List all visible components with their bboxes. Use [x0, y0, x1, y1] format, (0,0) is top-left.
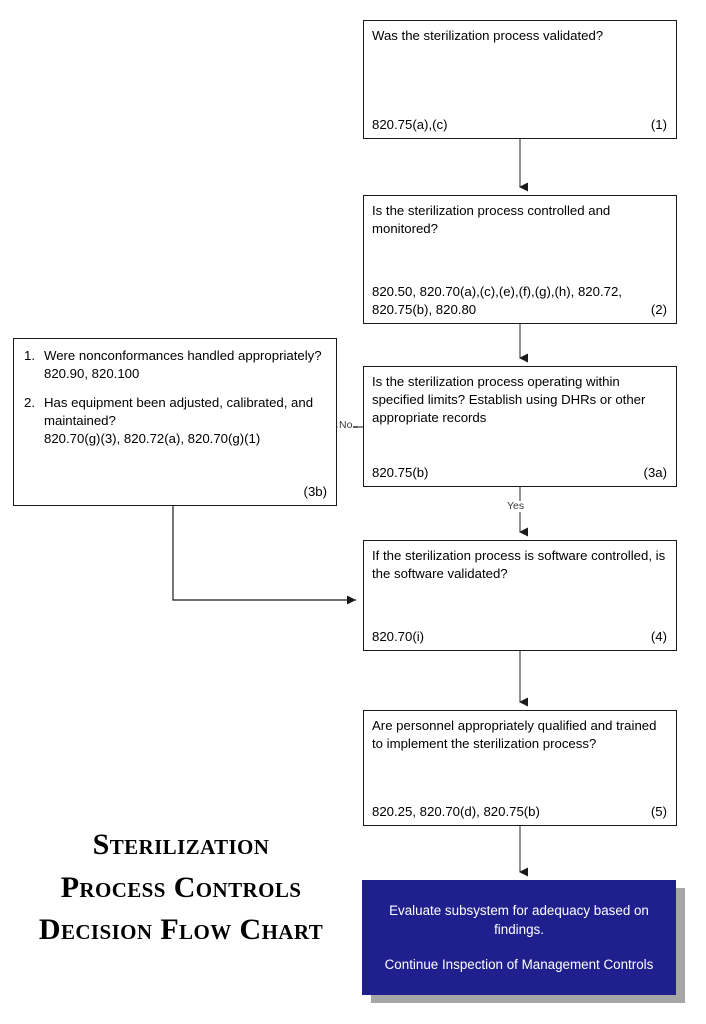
node-3b-item-1-number: 1.	[24, 348, 35, 363]
page-title-line-3: Decision Flow Chart	[38, 913, 324, 947]
flowchart-node-4[interactable]: If the sterilization process is software…	[363, 540, 677, 651]
node-3a-citations: 820.75(b)	[372, 464, 429, 480]
edge-label-no: No	[338, 419, 354, 431]
edge-label-yes: Yes	[506, 500, 526, 512]
node-3b-item-1-citations: 820.90, 820.100	[44, 366, 140, 382]
node-4-tag: (4)	[650, 628, 667, 644]
node-4-citations: 820.70(i)	[372, 628, 425, 644]
node-4-question: If the sterilization process is software…	[372, 548, 666, 582]
flowchart-node-3a[interactable]: Is the sterilization process operating w…	[363, 366, 677, 487]
node-3b-item-2-question: Has equipment been adjusted, calibrated,…	[44, 395, 314, 429]
node-3a-tag: (3a)	[643, 464, 667, 480]
page-title-line-1: Sterilization	[92, 828, 270, 861]
flowchart-node-1[interactable]: Was the sterilization process validated?…	[363, 20, 677, 139]
page-title: Sterilization Process Controls Decision …	[6, 824, 356, 952]
node-3b-item-1: 1. Were nonconformances handled appropri…	[24, 347, 326, 383]
node-1-citations: 820.75(a),(c)	[372, 116, 448, 132]
node-2-citations: 820.50, 820.70(a),(c),(e),(f),(g),(h), 8…	[372, 283, 622, 317]
node-1-tag: (1)	[650, 116, 667, 132]
page-title-line-2: Process Controls	[60, 870, 302, 904]
edge-3b-to-4	[172, 506, 356, 605]
node-3b-tag: (3b)	[303, 483, 327, 499]
flowchart-node-3b[interactable]: 1. Were nonconformances handled appropri…	[13, 338, 337, 506]
terminal-box[interactable]: Evaluate subsystem for adequacy based on…	[362, 880, 676, 995]
node-5-question: Are personnel appropriately qualified an…	[372, 718, 657, 752]
node-3b-item-2-citations: 820.70(g)(3), 820.72(a), 820.70(g)(1)	[44, 431, 261, 447]
node-3b-item-2-number: 2.	[24, 395, 35, 411]
flowchart-node-5[interactable]: Are personnel appropriately qualified an…	[363, 710, 677, 826]
node-3b-item-2-text: Has equipment been adjusted, calibrated,…	[44, 394, 326, 448]
node-2-tag: (2)	[650, 301, 667, 317]
node-3a-question: Is the sterilization process operating w…	[372, 374, 646, 426]
node-3b-item-2: 2. Has equipment been adjusted, calibrat…	[24, 394, 326, 448]
node-5-tag: (5)	[650, 803, 667, 819]
node-3b-item-1-text: Were nonconformances handled appropriate…	[44, 347, 326, 383]
node-1-question: Was the sterilization process validated?	[372, 28, 604, 43]
node-3b-item-1-question: Were nonconformances handled appropriate…	[44, 348, 322, 363]
node-2-question: Is the sterilization process controlled …	[372, 203, 611, 237]
node-5-citations: 820.25, 820.70(d), 820.75(b)	[372, 803, 540, 819]
flowchart-node-2[interactable]: Is the sterilization process controlled …	[363, 195, 677, 324]
terminal-line-2: Continue Inspection of Management Contro…	[384, 956, 654, 972]
terminal-line-1: Evaluate subsystem for adequacy based on…	[389, 903, 649, 938]
